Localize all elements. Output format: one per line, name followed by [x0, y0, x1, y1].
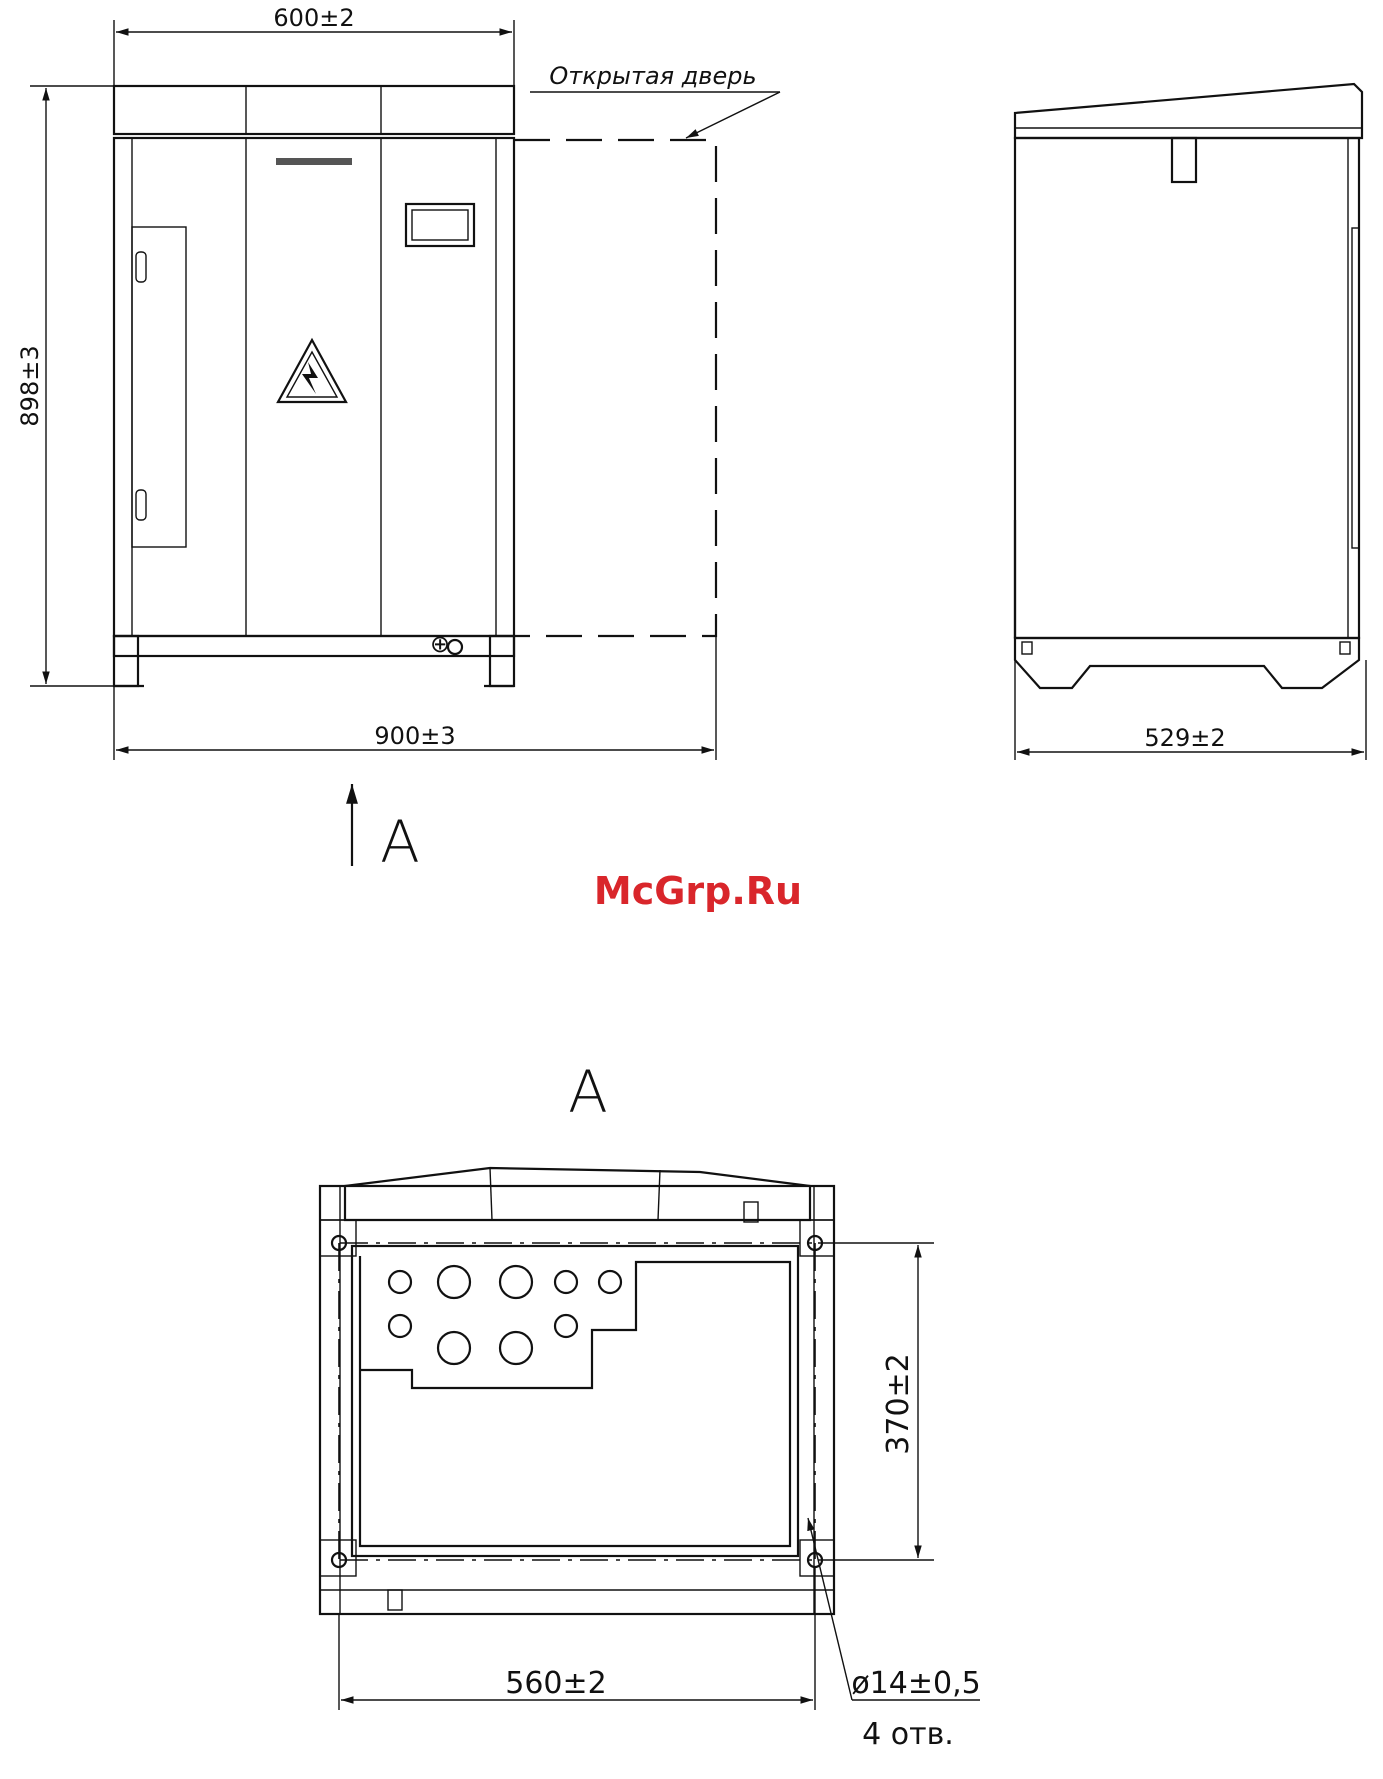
cable-entries [389, 1266, 621, 1364]
bottom-width-label: 560±2 [505, 1666, 606, 1701]
upper-hinge [136, 252, 146, 282]
view-arrow-label: A [380, 808, 420, 876]
cable-entry-icon [555, 1271, 577, 1293]
cabinet-body [114, 138, 514, 636]
side-body [1015, 138, 1359, 638]
bottom-view-title: A [568, 1058, 608, 1126]
front-height-label: 898±3 [16, 345, 44, 426]
hole-diameter-label: ø14±0,5 [851, 1666, 980, 1701]
hole-count-label: 4 отв. [862, 1717, 954, 1752]
left-panel [132, 227, 186, 547]
side-base [1015, 638, 1359, 688]
bottom-view: A [320, 1058, 981, 1752]
bottom-view-roof [345, 1168, 810, 1220]
cable-entry-icon [389, 1271, 411, 1293]
cable-entry-icon [500, 1332, 532, 1364]
front-width-label: 600±2 [273, 4, 354, 32]
cable-entry-icon [389, 1315, 411, 1337]
open-door-label: Открытая дверь [549, 62, 756, 90]
right-foot [490, 636, 514, 686]
nameplate [276, 158, 352, 165]
front-roof [114, 86, 514, 134]
high-voltage-warning-icon [278, 340, 346, 402]
open-width-label: 900±3 [374, 722, 455, 750]
front-view: ⊕ 600±2 898±3 900±3 Открытая дверь A [16, 4, 780, 876]
side-latch [1172, 138, 1196, 182]
cable-entry-icon [438, 1266, 470, 1298]
open-door-outline [514, 140, 716, 636]
side-depth-label: 529±2 [1144, 724, 1225, 752]
watermark: McGrp.Ru [594, 869, 802, 913]
cable-entry-icon [599, 1271, 621, 1293]
side-roof [1015, 84, 1362, 138]
bottom-inner-frame [352, 1246, 798, 1556]
svg-text:⊕: ⊕ [430, 630, 450, 658]
lower-hinge [136, 490, 146, 520]
left-foot [114, 636, 138, 686]
cable-entry-icon [500, 1266, 532, 1298]
hole-spacing-label: 370±2 [881, 1353, 916, 1454]
side-view: 529±2 [1015, 84, 1366, 760]
cable-entry-icon [438, 1332, 470, 1364]
gland-plate [360, 1256, 790, 1546]
bottom-outer-frame [320, 1186, 834, 1614]
cable-entry-icon [555, 1315, 577, 1337]
